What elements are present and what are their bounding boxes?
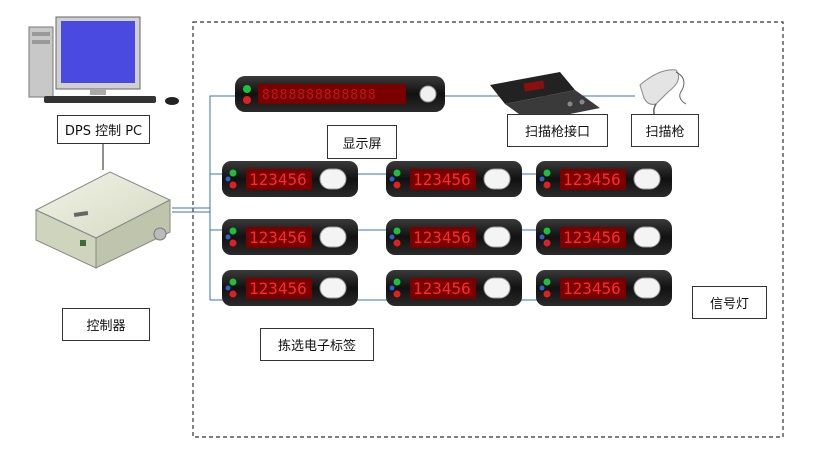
controller-box-icon	[34, 171, 172, 269]
blue-button-icon	[225, 285, 231, 291]
pick-tag: 123456	[386, 161, 522, 197]
display-screen-device: 8888888888888	[235, 76, 445, 112]
blue-button-icon	[389, 234, 395, 240]
pick-tag: 123456	[386, 219, 522, 255]
green-button-icon	[543, 227, 551, 235]
tag-confirm-button-icon	[633, 226, 661, 248]
tag-readout: 123456	[563, 228, 621, 247]
green-button-icon	[543, 169, 551, 177]
display-readout: 8888888888888	[262, 88, 377, 103]
scanner-label: 扫描枪	[631, 114, 699, 147]
blue-button-icon	[539, 234, 545, 240]
red-button-icon	[229, 290, 237, 298]
controller-label: 控制器	[62, 308, 150, 341]
red-button-icon	[229, 239, 237, 247]
pc-computer-icon	[28, 16, 179, 105]
red-button-icon	[393, 239, 401, 247]
green-button-icon	[393, 278, 401, 286]
tag-readout: 123456	[413, 170, 471, 189]
green-button-icon	[543, 278, 551, 286]
red-button-icon	[229, 181, 237, 189]
tag-readout: 123456	[249, 228, 307, 247]
red-button-icon	[543, 239, 551, 247]
scanner-gun-icon	[639, 69, 687, 123]
tag-readout: 123456	[563, 279, 621, 298]
blue-button-icon	[225, 234, 231, 240]
system-boundary	[192, 21, 784, 438]
pick-tag: 123456	[222, 219, 358, 255]
tag-confirm-button-icon	[319, 226, 347, 248]
tag-confirm-button-icon	[633, 277, 661, 299]
display-label: 显示屏	[327, 125, 397, 159]
tag-confirm-button-icon	[483, 168, 511, 190]
green-button-icon	[229, 278, 237, 286]
tag-confirm-button-icon	[319, 168, 347, 190]
pc-label: DPS 控制 PC	[57, 115, 150, 144]
red-button-icon	[393, 290, 401, 298]
blue-button-icon	[539, 285, 545, 291]
scanner-interface-label: 扫描枪接口	[507, 114, 608, 147]
green-button-icon	[229, 169, 237, 177]
tag-readout: 123456	[249, 279, 307, 298]
green-button-icon	[393, 169, 401, 177]
tag-confirm-button-icon	[633, 168, 661, 190]
tag-confirm-button-icon	[483, 277, 511, 299]
green-button-icon	[229, 227, 237, 235]
tag-readout: 123456	[563, 170, 621, 189]
green-button-icon	[243, 85, 251, 93]
red-button-icon	[393, 181, 401, 189]
tag-readout: 123456	[249, 170, 307, 189]
tag-confirm-button-icon	[483, 226, 511, 248]
tag-readout: 123456	[413, 228, 471, 247]
monitor-screen	[61, 21, 135, 83]
confirm-button-icon	[419, 85, 437, 103]
tag-readout: 123456	[413, 279, 471, 298]
green-button-icon	[393, 227, 401, 235]
blue-button-icon	[389, 285, 395, 291]
pick-tag: 123456	[536, 219, 672, 255]
red-button-icon	[543, 290, 551, 298]
pick-tag: 123456	[386, 270, 522, 306]
blue-button-icon	[539, 176, 545, 182]
signal-light-label: 信号灯	[692, 286, 767, 319]
pick-tag: 123456	[536, 161, 672, 197]
pick-tags-label: 拣选电子标签	[260, 328, 374, 361]
blue-button-icon	[389, 176, 395, 182]
pick-tag: 123456	[222, 270, 358, 306]
red-button-icon	[243, 96, 251, 104]
pick-tag: 123456	[222, 161, 358, 197]
pick-tag: 123456	[536, 270, 672, 306]
pick-tag-grid: 123456 123456 123456 123456 123456 123456 1234…	[222, 161, 672, 306]
red-button-icon	[543, 181, 551, 189]
blue-button-icon	[225, 176, 231, 182]
tag-confirm-button-icon	[319, 277, 347, 299]
